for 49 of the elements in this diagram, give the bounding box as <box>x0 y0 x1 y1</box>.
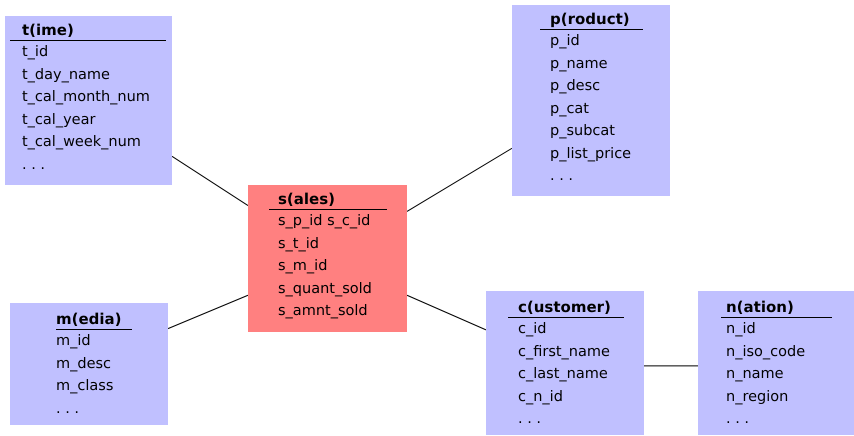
table-box <box>10 303 168 425</box>
column-name: n_region <box>726 388 790 406</box>
connector-line <box>406 148 512 212</box>
column-name: . . . <box>726 410 750 429</box>
column-name: . . . <box>518 410 542 429</box>
column-name: p_cat <box>550 100 590 118</box>
column-name: t_cal_week_num <box>22 133 142 152</box>
connector-line <box>172 156 248 206</box>
table-box <box>5 16 172 185</box>
column-name: p_id <box>550 32 581 51</box>
column-name: c_id <box>518 320 548 339</box>
column-name: . . . <box>22 156 46 174</box>
column-name: . . . <box>56 400 80 418</box>
column-name: t_cal_month_num <box>22 88 151 107</box>
column-name: p_list_price <box>550 144 632 164</box>
column-name: m_desc <box>56 354 112 374</box>
column-name: n_name <box>726 365 785 384</box>
table-title: n(ation) <box>721 297 832 318</box>
table-title: p(roduct) <box>540 9 643 30</box>
column-name: s_m_id <box>278 257 328 276</box>
connector-line <box>644 365 698 366</box>
column-name: s_amnt_sold <box>278 302 369 321</box>
column-name: p_desc <box>550 77 602 96</box>
column-name: n_id <box>726 320 757 339</box>
table-title: t(ime) <box>10 20 166 41</box>
column-name: s_t_id <box>278 234 320 254</box>
table-box <box>248 185 407 332</box>
table-box <box>486 291 644 435</box>
table-box <box>698 291 854 435</box>
table-title: s(ales) <box>269 189 387 210</box>
column-name: t_day_name <box>22 66 111 84</box>
table-title: c(ustomer) <box>508 297 624 318</box>
table-title: m(edia) <box>56 309 132 330</box>
column-name: s_p_id s_c_id <box>278 212 372 231</box>
column-name: t_id <box>22 43 50 62</box>
connector-line <box>406 294 486 330</box>
column-name: m_class <box>56 377 114 396</box>
connector-line <box>168 294 248 330</box>
column-name: p_subcat <box>550 122 616 141</box>
column-name: s_quant_sold <box>278 280 373 298</box>
column-name: t_cal_year <box>22 110 96 130</box>
table-box <box>512 5 670 196</box>
column-name: c_last_name <box>518 365 609 384</box>
column-name: m_id <box>56 332 92 351</box>
column-name: c_n_id <box>518 388 564 406</box>
column-name: n_iso_code <box>726 342 806 362</box>
column-name: c_first_name <box>518 342 611 362</box>
column-name: . . . <box>550 167 574 186</box>
column-name: p_name <box>550 54 609 74</box>
